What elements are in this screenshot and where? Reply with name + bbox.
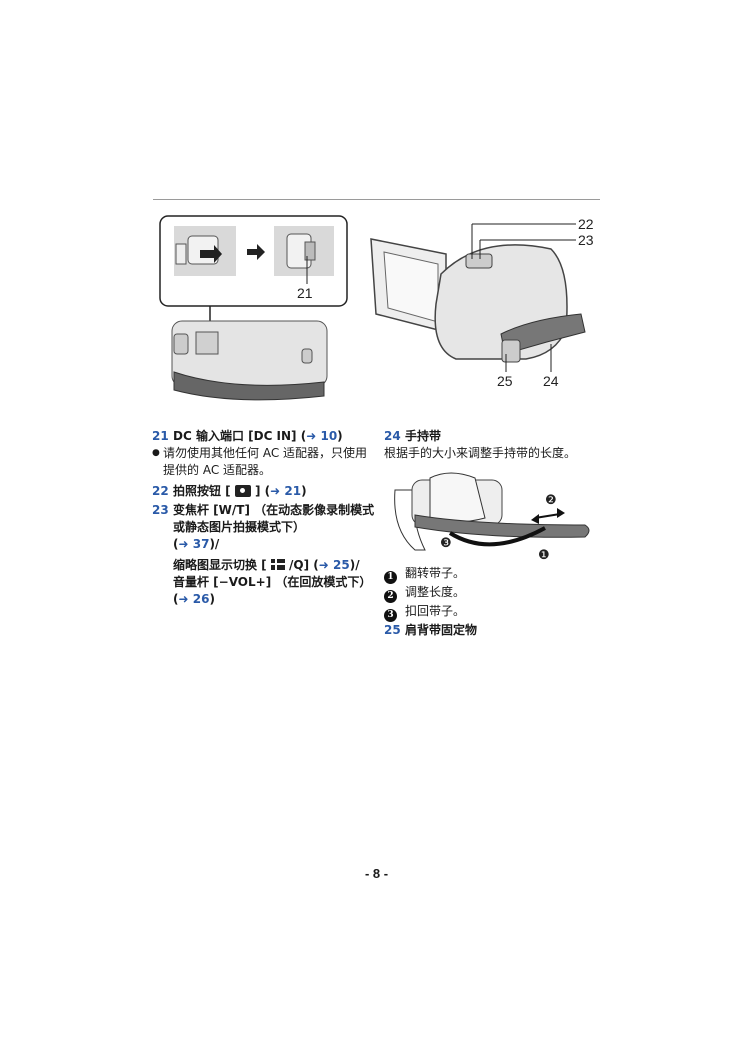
page-ref-link[interactable]: 37 <box>192 537 210 551</box>
item-number: 24 <box>384 429 401 443</box>
camera-left-side-figure <box>152 214 352 404</box>
item-23: 23 变焦杆 [W/T] （在动态影像录制模式或静态图片拍摄模式下） (➜ 37… <box>152 503 375 606</box>
arrow-icon: ➜ <box>270 484 281 498</box>
strap-step-marker-3: ❸ <box>440 535 452 550</box>
item-22: 22 拍照按钮 [ ] (➜ 21) <box>152 484 307 498</box>
arrow-icon: ➜ <box>178 537 189 551</box>
item-number: 25 <box>384 623 401 637</box>
callout-25: 25 <box>497 373 513 389</box>
top-divider <box>153 199 600 200</box>
page-ref-link[interactable]: 21 <box>284 484 302 498</box>
step-marker: 1 <box>384 571 397 584</box>
callout-24: 24 <box>543 373 559 389</box>
step-marker: 2 <box>384 590 397 603</box>
left-column: 21 DC 输入端口 [DC IN] (➜ 10) 请勿使用其他任何 AC 适配… <box>152 428 377 608</box>
page-ref-link[interactable]: 26 <box>192 592 210 606</box>
page-ref-link[interactable]: 25 <box>333 558 350 572</box>
item-number: 22 <box>152 484 169 498</box>
strap-step-marker-1: ❶ <box>538 547 550 562</box>
item-24-description: 根据手的大小来调整手持带的长度。 <box>384 446 577 460</box>
item-24: 24 手持带 <box>384 429 442 443</box>
step-marker: 3 <box>384 609 397 622</box>
hand-strap-figure <box>390 470 600 565</box>
camera-right-side-figure <box>366 214 606 394</box>
callout-23: 23 <box>578 232 594 248</box>
arrow-icon: ➜ <box>318 558 329 572</box>
callout-21: 21 <box>297 285 313 301</box>
page-number: - 8 - <box>364 866 389 881</box>
arrow-icon: ➜ <box>178 592 189 606</box>
callout-22: 22 <box>578 216 594 232</box>
right-column: 24 手持带 根据手的大小来调整手持带的长度。 <box>384 428 609 462</box>
item-number: 23 <box>152 503 169 517</box>
item-21-note: 请勿使用其他任何 AC 适配器，只使用提供的 AC 适配器。 <box>152 445 377 479</box>
thumbnail-grid-icon <box>270 559 285 570</box>
item-21: 21 DC 输入端口 [DC IN] (➜ 10) <box>152 429 343 443</box>
strap-step-marker-2: ❷ <box>545 492 557 507</box>
item-25: 25 肩背带固定物 <box>384 623 478 637</box>
arrow-icon: ➜ <box>306 429 317 443</box>
camera-icon <box>234 485 251 497</box>
page-ref-link[interactable]: 10 <box>320 429 338 443</box>
item-number: 21 <box>152 429 169 443</box>
